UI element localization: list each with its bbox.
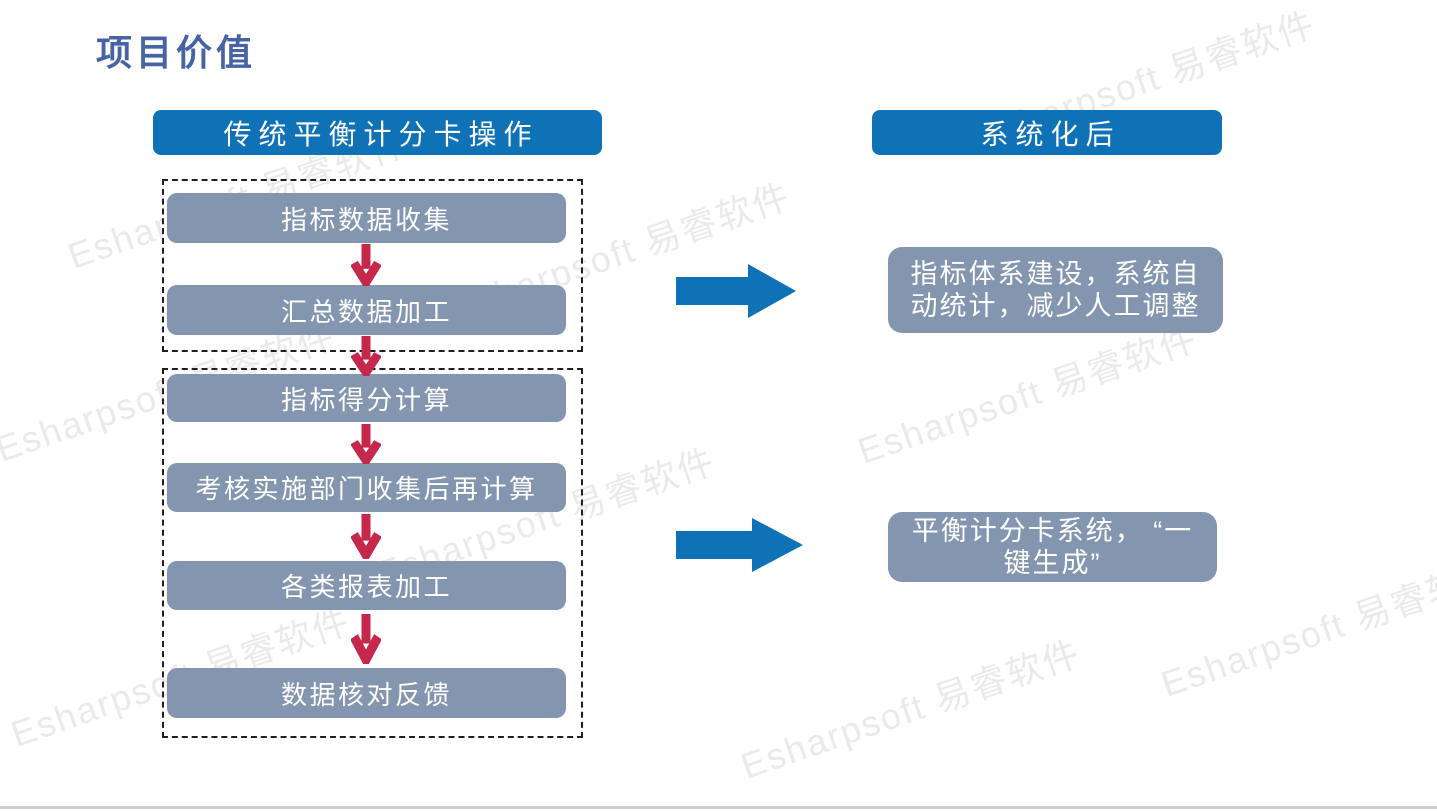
right-arrow-icon: [676, 518, 803, 572]
down-arrow-icon: [351, 244, 381, 286]
bottom-divider: [0, 806, 1437, 809]
right-arrow-icon: [676, 264, 796, 318]
watermark-text: Esharpsoft 易睿软件: [735, 632, 1086, 787]
down-arrow-icon: [351, 614, 381, 664]
watermark-text: Esharpsoft 易睿软件: [852, 317, 1203, 472]
down-arrow-icon: [351, 514, 381, 559]
flow-step-dept-recalculation: 考核实施部门收集后再计算: [167, 463, 566, 512]
flow-step-data-processing: 汇总数据加工: [167, 285, 566, 335]
right-column-header: 系统化后: [872, 110, 1222, 155]
flow-step-report-processing: 各类报表加工: [167, 561, 566, 610]
process-group-frame-1: [162, 179, 583, 352]
result-text-line: 平衡计分卡系统， “一: [911, 516, 1194, 546]
left-column-header: 传统平衡计分卡操作: [153, 110, 602, 155]
result-text-line: 指标体系建设，系统自: [910, 259, 1201, 289]
down-arrow-icon: [351, 424, 381, 464]
down-arrow-icon: [351, 336, 381, 376]
result-text-line: 动统计，减少人工调整: [910, 291, 1201, 321]
flow-step-score-calculation: 指标得分计算: [167, 374, 566, 422]
result-box-one-click: 平衡计分卡系统， “一 键生成”: [888, 512, 1217, 582]
result-box-indicator-system: 指标体系建设，系统自 动统计，减少人工调整: [888, 247, 1223, 333]
result-text-line: 键生成”: [1003, 548, 1102, 578]
flow-step-data-collection: 指标数据收集: [167, 193, 566, 243]
flow-step-data-verification: 数据核对反馈: [167, 668, 566, 718]
page-title: 项目价值: [96, 32, 257, 73]
